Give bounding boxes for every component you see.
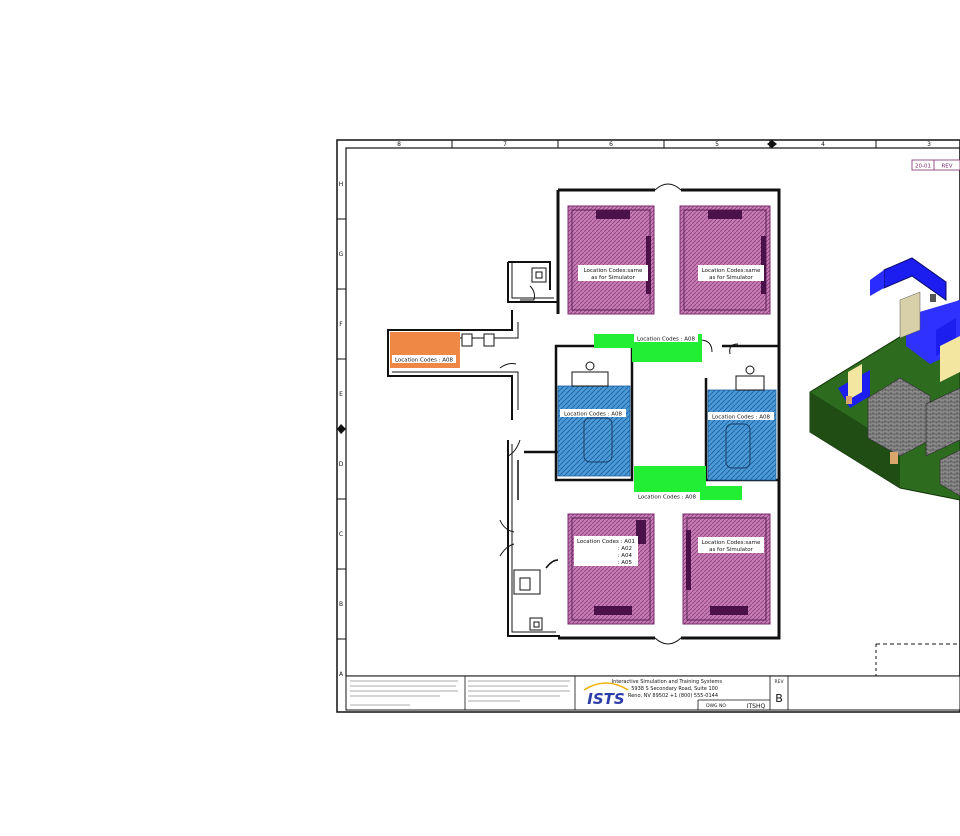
restroom-fixtures — [461, 267, 547, 631]
corridor-location-code: Location Codes : A08 — [637, 337, 696, 343]
company-phone: Reno, NV 89502 +1 (800) 555-0144 — [628, 693, 718, 699]
room-location-code: Location Codes:same — [702, 540, 761, 546]
corridor-bottom: Location Codes : A08 — [634, 466, 742, 501]
top-center-marker — [767, 140, 777, 148]
company-address: 5938 S Secondary Road, Suite 100 — [631, 686, 718, 692]
rev-label: REV — [774, 679, 784, 685]
row-letter: B — [339, 601, 343, 608]
door-swings — [499, 183, 739, 645]
row-letter: C — [339, 531, 343, 538]
room-location-code: Location Codes:same — [584, 268, 643, 274]
column-number: 5 — [715, 141, 719, 148]
simulator-room-bottom-right: Location Codes:same as for Simulator — [682, 513, 771, 625]
column-number: 7 — [503, 141, 507, 148]
meeting-room-left: Location Codes : A08 — [557, 361, 631, 477]
room-location-code: Location Codes : A01 — [577, 539, 635, 545]
room-location-code: Location Codes : A08 — [564, 412, 623, 418]
corridor-location-code: Location Codes : A08 — [638, 495, 697, 501]
simulator-equipment — [708, 210, 742, 219]
revision-letter: B — [775, 692, 783, 705]
simulator-equipment — [646, 236, 651, 294]
desk — [571, 371, 609, 387]
row-letter: F — [339, 321, 343, 328]
west-wing-room: Location Codes : A08 — [390, 332, 460, 368]
row-letter: G — [339, 251, 344, 258]
row-letter: H — [339, 181, 344, 188]
conference-table — [583, 417, 613, 463]
column-number: 6 — [609, 141, 613, 148]
revision-header-cell: 20-01 — [915, 164, 931, 170]
room-location-code: Location Codes : A08 — [395, 358, 454, 364]
simulator-equipment — [710, 606, 748, 615]
svg-text:ISTS: ISTS — [587, 690, 624, 708]
title-block: ISTS Interactive Simulation and Training… — [345, 675, 960, 711]
simulator-equipment — [596, 210, 630, 219]
corridor-top: Location Codes : A08 — [594, 334, 702, 362]
company-name: Interactive Simulation and Training Syst… — [612, 679, 723, 685]
column-number: 8 — [397, 141, 401, 148]
room-location-code: as for Simulator — [709, 275, 754, 281]
detail-leader-lines — [875, 643, 960, 676]
room-location-code: : A04 — [618, 553, 633, 559]
column-number: 3 — [927, 141, 931, 148]
left-center-marker — [337, 424, 346, 434]
building-walls — [387, 188, 781, 640]
isometric-building-view — [809, 257, 960, 501]
room-location-code: as for Simulator — [591, 275, 636, 281]
room-location-code: as for Simulator — [709, 547, 754, 553]
row-letter: A — [339, 671, 344, 678]
simulator-room-bottom-left: Location Codes : A01 : A02 : A04 : A05 — [567, 513, 655, 625]
drawing-number-label: DWG NO — [706, 703, 726, 709]
room-location-code: Location Codes : A08 — [712, 415, 771, 421]
revision-header-box — [911, 159, 960, 171]
desk — [735, 375, 765, 391]
simulator-equipment — [594, 606, 632, 615]
column-number: 4 — [821, 141, 825, 148]
room-location-code: : A05 — [618, 560, 633, 566]
simulator-room-top-left: Location Codes:same as for Simulator — [567, 205, 655, 315]
simulator-room-top-right: Location Codes:same as for Simulator — [679, 205, 771, 315]
row-letter: D — [339, 461, 344, 468]
drawing-number: ITSHQ — [747, 703, 766, 710]
revision-header-cell: REV — [941, 164, 952, 170]
simulator-equipment — [686, 530, 691, 590]
room-location-code: : A02 — [618, 546, 632, 552]
conference-table — [725, 423, 751, 469]
row-letter: E — [339, 391, 343, 398]
meeting-room-right: Location Codes : A08 — [707, 365, 777, 481]
ists-logo: ISTS — [583, 682, 629, 708]
room-location-code: Location Codes:same — [702, 268, 761, 274]
notes-text-lines — [350, 680, 570, 706]
simulator-equipment — [636, 520, 646, 544]
